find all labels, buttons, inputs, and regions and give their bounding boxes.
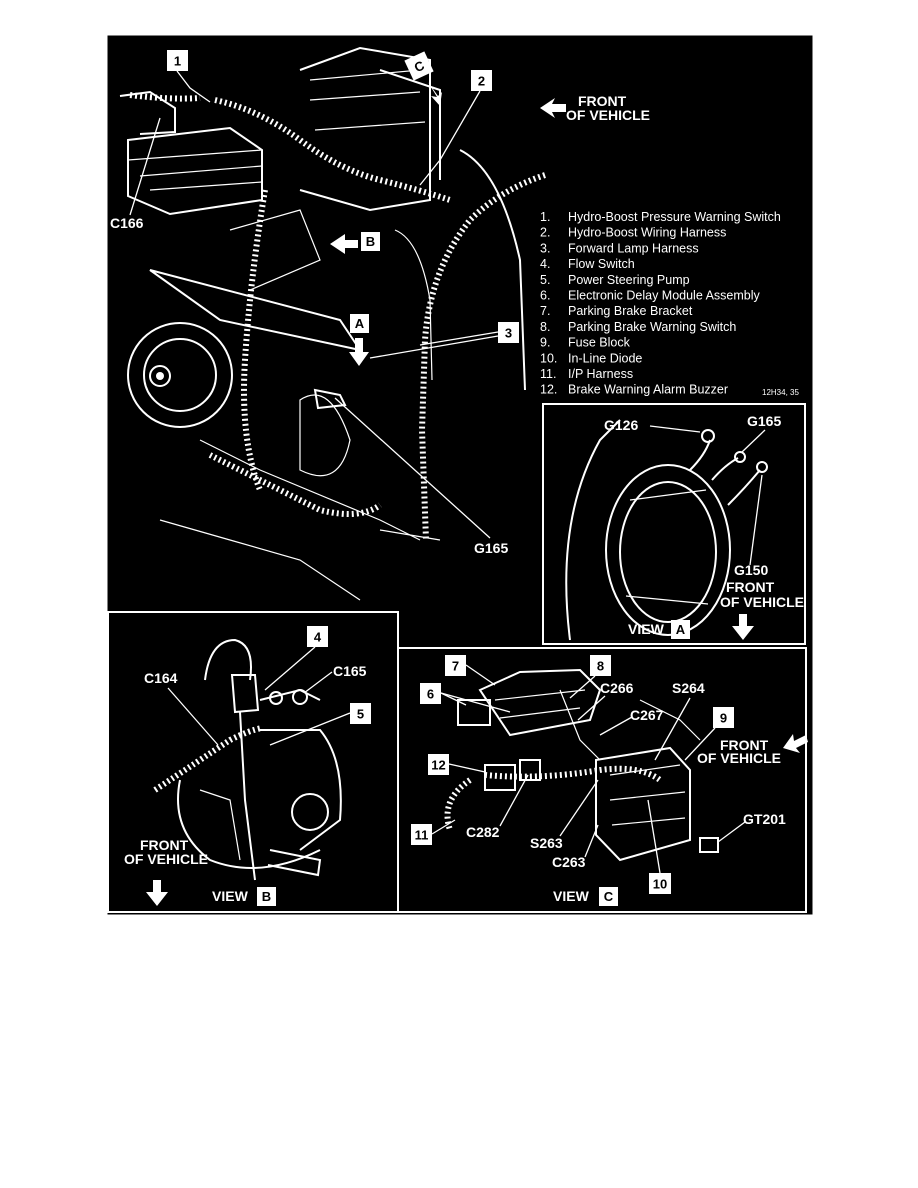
s263-label: S263	[530, 835, 563, 851]
legend-text: Flow Switch	[568, 257, 635, 271]
front-arrow-icon	[783, 734, 808, 753]
svg-text:9: 9	[720, 711, 727, 726]
front-arrow-icon	[540, 98, 566, 118]
diagram-frame	[106, 34, 814, 916]
callout-9: 9	[684, 707, 734, 761]
g126-label: G126	[604, 417, 638, 433]
legend-number: 11.	[540, 367, 556, 381]
view-a-letter: A	[676, 622, 686, 637]
g165-label-main: G165	[474, 540, 508, 556]
legend-text: Brake Warning Alarm Buzzer	[568, 383, 728, 397]
view-c-panel	[397, 647, 807, 913]
callout-8: 8	[569, 655, 611, 699]
view-a-caption: VIEW	[628, 621, 665, 637]
legend-number: 1.	[540, 210, 550, 224]
legend-text: Fuse Block	[568, 336, 631, 350]
legend-number: 7.	[540, 304, 550, 318]
figure-code: 12H34, 35	[762, 388, 799, 397]
svg-text:7: 7	[452, 659, 459, 674]
svg-text:OF VEHICLE: OF VEHICLE	[566, 107, 650, 123]
legend-text: Parking Brake Bracket	[568, 304, 693, 318]
callout-11: 11	[411, 819, 456, 845]
legend-text: I/P Harness	[568, 367, 633, 381]
view-a-panel	[542, 403, 806, 645]
legend-text: Electronic Delay Module Assembly	[568, 289, 760, 303]
legend-number: 10.	[540, 351, 557, 365]
c267-label: C267	[630, 707, 664, 723]
svg-text:A: A	[355, 316, 365, 331]
c165-label: C165	[333, 663, 367, 679]
legend-number: 2.	[540, 226, 550, 240]
callout-3: 3	[369, 322, 519, 359]
svg-text:FRONT: FRONT	[578, 93, 627, 109]
callout-12: 12	[428, 754, 486, 775]
g150-label: G150	[734, 562, 768, 578]
svg-text:8: 8	[597, 659, 604, 674]
callout-a: A	[349, 314, 369, 366]
diagram-background	[107, 35, 813, 915]
engine-illustration	[119, 46, 546, 601]
view-c-caption: VIEW	[553, 888, 590, 904]
down-arrow-icon	[732, 614, 754, 640]
callout-c: C	[404, 51, 442, 106]
view-c-front-line1: FRONT	[720, 737, 769, 753]
view-c-front-line2: OF VEHICLE	[697, 750, 781, 766]
view-c-letter: C	[604, 889, 614, 904]
callout-2: 2	[419, 70, 492, 186]
callout-7: 7	[445, 655, 496, 686]
c166-label: C166	[110, 215, 144, 231]
svg-text:4: 4	[314, 630, 322, 645]
svg-text:5: 5	[357, 707, 364, 722]
c164-label: C164	[144, 670, 178, 686]
callout-b: B	[330, 232, 380, 254]
view-a-illustration	[565, 419, 768, 641]
legend-text: Forward Lamp Harness	[568, 241, 699, 255]
legend: 1. Hydro-Boost Pressure Warning Switch 2. H…	[540, 210, 781, 397]
view-b-front-line2: OF VEHICLE	[124, 851, 208, 867]
view-b-illustration	[153, 638, 342, 881]
svg-text:10: 10	[653, 877, 667, 892]
front-of-vehicle-main: FRONT OF VEHICLE	[540, 93, 650, 123]
legend-text: Power Steering Pump	[568, 273, 690, 287]
c266-label: C266	[600, 680, 634, 696]
callout-10: 10	[647, 799, 671, 894]
legend-number: 8.	[540, 320, 550, 334]
view-a-front-line2: OF VEHICLE	[720, 594, 804, 610]
callout-5: 5	[269, 703, 371, 746]
down-arrow-icon	[146, 880, 168, 906]
legend-number: 9.	[540, 336, 550, 350]
legend-text: Parking Brake Warning Switch	[568, 320, 736, 334]
legend-number: 5.	[540, 273, 550, 287]
svg-text:3: 3	[505, 326, 512, 341]
svg-text:11: 11	[415, 828, 429, 843]
g165-label-view-a: G165	[747, 413, 781, 429]
legend-text: Hydro-Boost Pressure Warning Switch	[568, 210, 781, 224]
svg-text:1: 1	[174, 54, 181, 69]
s264-label: S264	[672, 680, 705, 696]
legend-number: 12.	[540, 383, 557, 397]
svg-text:B: B	[366, 234, 375, 249]
view-b-letter: B	[262, 889, 271, 904]
svg-text:2: 2	[478, 74, 485, 89]
view-b-caption: VIEW	[212, 888, 249, 904]
c263-label: C263	[552, 854, 586, 870]
view-c-illustration	[444, 668, 719, 862]
c282-label: C282	[466, 824, 500, 840]
svg-text:6: 6	[427, 687, 434, 702]
legend-number: 4.	[540, 257, 550, 271]
gt201-label: GT201	[743, 811, 786, 827]
callout-4: 4	[264, 626, 328, 691]
legend-number: 6.	[540, 289, 550, 303]
callout-1: 1	[167, 50, 211, 103]
view-a-front-line1: FRONT	[726, 579, 775, 595]
legend-text: Hydro-Boost Wiring Harness	[568, 226, 726, 240]
view-b-front-line1: FRONT	[140, 837, 189, 853]
svg-text:12: 12	[431, 758, 445, 773]
callout-6: 6	[420, 683, 511, 713]
legend-number: 3.	[540, 241, 550, 255]
legend-text: In-Line Diode	[568, 351, 642, 365]
